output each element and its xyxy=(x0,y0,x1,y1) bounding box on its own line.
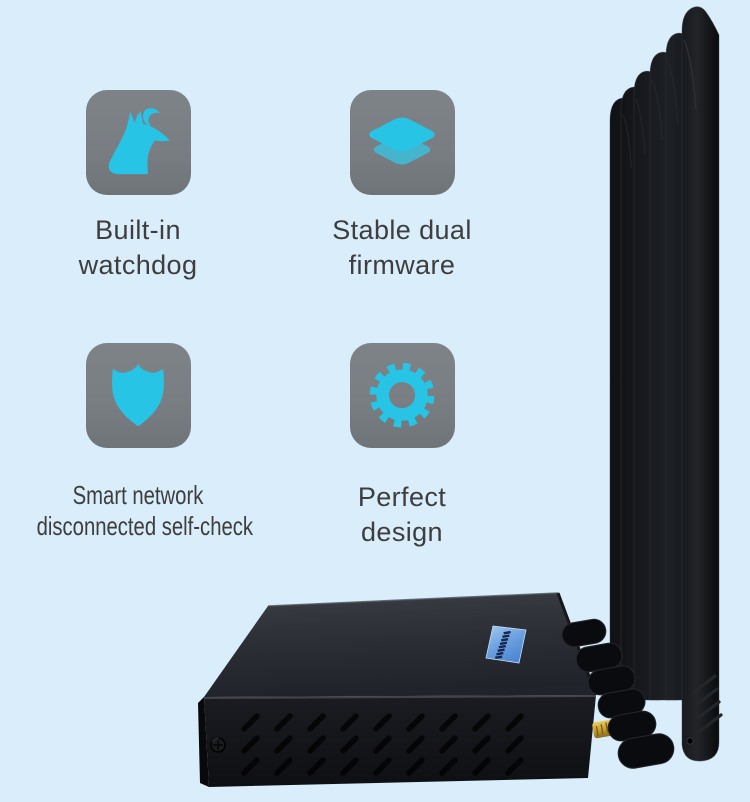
feature-label-line: Perfect xyxy=(357,482,447,512)
antenna-grip-grooves xyxy=(692,674,723,733)
antenna-hinge xyxy=(617,733,675,769)
feature-stable-dual-firmware: Stable dual firmware xyxy=(272,90,532,283)
feature-label: Stable dual firmware xyxy=(272,213,532,283)
feature-label-line: Smart network xyxy=(72,480,204,510)
feature-label: Built-in watchdog xyxy=(8,213,268,283)
layers-icon xyxy=(369,117,435,164)
antenna-hinges xyxy=(561,618,675,769)
led-status-panel xyxy=(485,625,527,664)
antenna-hinge xyxy=(561,618,607,648)
dog-icon xyxy=(108,107,170,174)
antenna-blade xyxy=(681,6,720,762)
feature-label-line: firmware xyxy=(348,250,456,280)
self-check-tile xyxy=(85,343,191,448)
feature-label-line: Built-in xyxy=(95,215,181,245)
router-body xyxy=(198,592,598,787)
router-top-surface xyxy=(204,593,596,697)
feature-smart-network-self-check: Smart network disconnected self-check xyxy=(8,343,268,542)
feature-label-line: design xyxy=(361,517,443,547)
router-left-side xyxy=(198,697,209,787)
front-antenna xyxy=(681,6,723,762)
router-back-edge-highlight xyxy=(267,592,559,607)
feature-perfect-design: Perfect design xyxy=(272,343,532,550)
feature-label-line: disconnected self-check xyxy=(36,511,254,541)
antenna-pivot-hole xyxy=(686,737,694,745)
router-front-bevel xyxy=(203,695,597,699)
screw xyxy=(210,737,226,753)
feature-label-line: Stable dual xyxy=(332,215,472,245)
gear-icon xyxy=(369,362,435,427)
feature-built-in-watchdog: Built-in watchdog xyxy=(8,90,268,283)
feature-label-line: watchdog xyxy=(78,250,198,280)
vent-grid xyxy=(238,712,538,778)
shield-icon xyxy=(112,363,164,426)
feature-label: Perfect design xyxy=(272,480,532,550)
feature-label: Smart network disconnected self-check xyxy=(8,480,268,542)
sma-connector-ridges xyxy=(595,722,609,737)
design-tile xyxy=(349,343,455,448)
firmware-tile xyxy=(349,90,455,195)
watchdog-tile xyxy=(85,90,191,195)
